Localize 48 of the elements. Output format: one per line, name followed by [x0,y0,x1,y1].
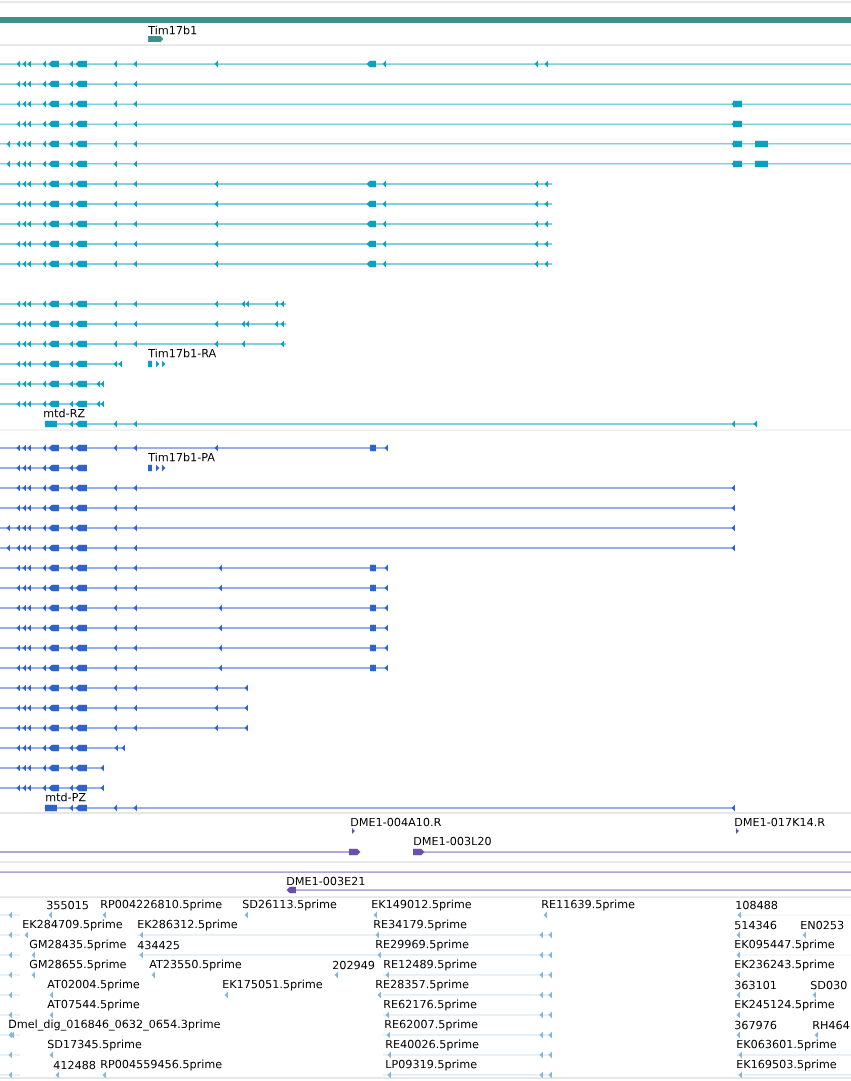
feature-label: SD17345.5prime [47,1039,142,1051]
feature-label: SD030 [810,980,847,990]
feature-label: GM28655.5prime [29,959,126,971]
feature-label: DME1-004A10.R [351,817,442,827]
feature-label: EK169503.5prime [737,1059,837,1071]
feature-label: DME1-003L20 [414,836,491,846]
feature-label: 202949 [333,960,375,970]
feature-label: Tim17b1-PA [148,452,215,462]
feature-label: EK175051.5prime [223,979,323,991]
feature-label: DME1-017K14.R [735,817,825,827]
feature-label: RE34179.5prime [374,919,467,931]
feature-label: Tim17b1 [148,25,197,35]
feature-label: mtd-PZ [46,792,86,802]
feature-label: AT07544.5prime [47,999,140,1011]
feature-label: EK286312.5prime [138,919,238,931]
feature-label: RP004559456.5prime [101,1059,222,1071]
feature-label: 367976 [735,1020,777,1030]
feature-label: RE29969.5prime [376,939,469,951]
feature-label: LP09319.5prime [386,1059,477,1071]
feature-label: GM28435.5prime [29,939,126,951]
feature-label: RE12489.5prime [384,959,477,971]
feature-label: 434425 [137,940,179,950]
feature-label: 108488 [736,900,778,910]
feature-label: EK063601.5prime [737,1039,837,1051]
feature-label: DME1-003E21 [287,876,365,886]
feature-label: RE40026.5prime [386,1039,479,1051]
feature-label: RH464 [813,1020,850,1030]
feature-label: RE28357.5prime [376,979,469,991]
feature-label: SD26113.5prime [242,899,337,911]
feature-label: RE11639.5prime [542,899,635,911]
feature-label: EK245124.5prime [735,999,835,1011]
feature-label: EK236243.5prime [735,959,835,971]
feature-label: 363101 [735,980,776,990]
feature-label: AT23550.5prime [149,959,242,971]
feature-label: Tim17b1-RA [148,348,217,358]
feature-label: EK149012.5prime [372,899,472,911]
feature-label: 412488 [53,1060,96,1070]
feature-label: 514346 [735,920,777,930]
feature-label: EK095447.5prime [735,939,835,951]
feature-label: 355015 [47,900,88,910]
feature-label: Dmel_dig_016846_0632_0654.3prime [9,1019,220,1031]
feature-label: EN0253 [801,920,844,930]
feature-label: AT02004.5prime [47,979,140,991]
feature-label: EK284709.5prime [23,919,123,931]
feature-label: RP004226810.5prime [101,899,222,911]
feature-label: RE62007.5prime [385,1019,478,1031]
feature-label: mtd-RZ [44,408,85,418]
feature-label: RE62176.5prime [384,999,477,1011]
